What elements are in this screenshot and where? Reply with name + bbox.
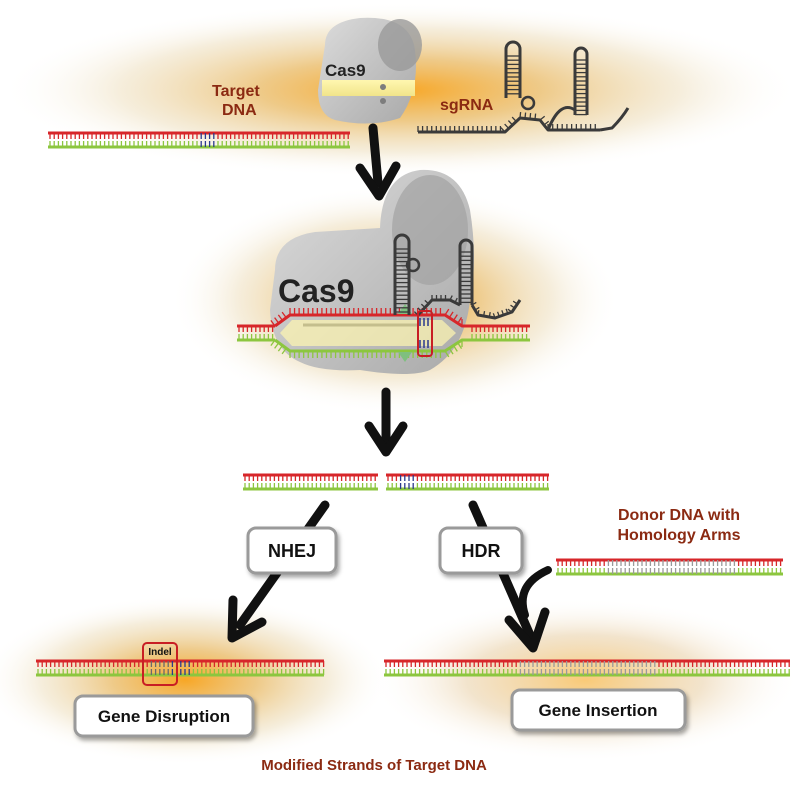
nhej-label: NHEJ: [268, 541, 316, 561]
sgrna-structure: [417, 40, 630, 134]
indel-label: Indel: [148, 647, 172, 658]
hdr-label: HDR: [462, 541, 501, 561]
gene-disruption-label: Gene Disruption: [98, 707, 230, 726]
cut-dna-right-fragment: [386, 473, 549, 491]
disrupted-dna-strand: [36, 659, 325, 677]
hdr-box: [438, 526, 524, 575]
donor-dna-label-line2: Homology Arms: [618, 527, 741, 544]
gene-insertion-label: Gene Insertion: [538, 701, 657, 720]
cas9-large-label: Cas9: [278, 273, 355, 309]
inserted-dna-strand: [384, 659, 790, 677]
cas9-protein-small: Cas9: [318, 17, 422, 124]
target-dna-label-line2: DNA: [222, 102, 257, 119]
arrow-down-2: [364, 387, 408, 457]
donor-dna-label-line1: Donor DNA with: [618, 507, 740, 524]
indel-marker: [142, 642, 178, 686]
cas9-bound-dna: [237, 304, 530, 362]
arrow-down-1: [355, 123, 401, 201]
sgrna-label: sgRNA: [440, 97, 494, 114]
cas9-small-label: Cas9: [325, 61, 366, 80]
sgrna-bound: [393, 233, 522, 320]
cleavage-site-marker: [417, 310, 433, 357]
cut-dna-left-fragment: [243, 473, 378, 491]
gene-disruption-box: [73, 694, 255, 738]
donor-dna-strand: [556, 558, 783, 576]
caption: Modified Strands of Target DNA: [261, 757, 487, 774]
gene-insertion-box: [510, 688, 687, 732]
glow-bottom-left: [0, 595, 390, 765]
nhej-box: [246, 526, 338, 575]
glow-bottom-right: [370, 598, 800, 762]
target-dna-strand: [48, 131, 350, 149]
target-dna-label-line1: Target: [212, 83, 260, 100]
